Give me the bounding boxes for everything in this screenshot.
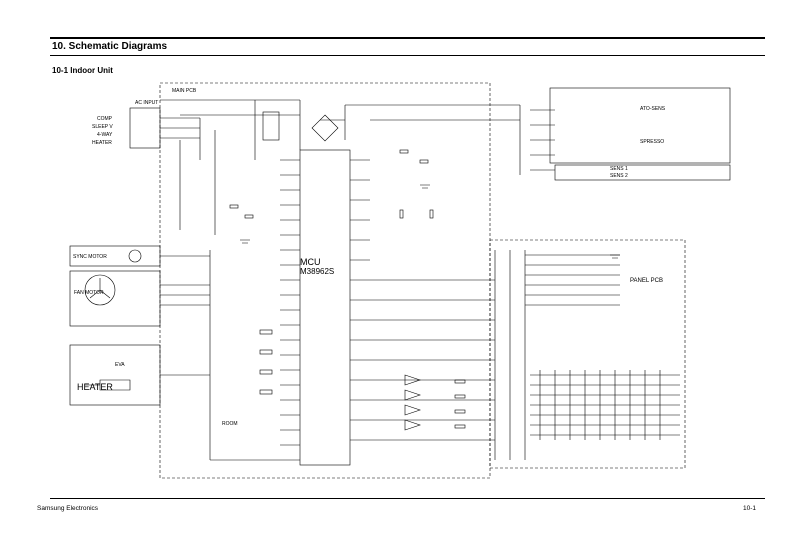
terminal-label-2: SLEEP V [92,124,113,130]
header-underline [50,55,765,56]
room-label: ROOM [222,421,238,427]
footer-page-number: 10-1 [743,505,757,512]
sensor-label-1: SENS 1 [610,166,628,172]
fan-motor-label: FAN MOTOR [74,290,104,296]
ac-input-label: AC INPUT [135,100,158,106]
mcu-body [299,149,351,466]
mcu-part-label: M38962S [300,267,334,276]
section-title: 10. Schematic Diagrams [52,41,168,52]
footer-company: Samsung Electronics [37,505,99,512]
footer-rule [50,498,765,499]
sync-motor-label: SYNC MOTOR [73,254,107,260]
eva-label: EVA [115,362,125,368]
header-rule [50,37,765,39]
subsection-title: 10-1 Indoor Unit [52,66,113,75]
sensor-box [549,87,731,164]
heater-box [69,344,161,406]
heater-coil [85,379,131,391]
sync-motor-symbol [128,249,142,263]
sensor-label-2: SENS 2 [610,173,628,179]
mcu-pins-left [280,159,300,446]
relay-wires [160,117,216,235]
terminal-label-4: HEATER [92,140,112,146]
panel-label-2: SPRESSO [640,139,664,145]
ground-symbols [240,184,620,259]
driver-transistors [404,374,421,431]
passive-components [229,149,466,429]
terminal-label-1: COMP [97,116,113,122]
ac-input-box [129,107,161,149]
power-section-wires [160,99,521,175]
panel-pcb-label: PANEL PCB [630,278,663,284]
led-grid [530,370,680,440]
transformer [262,111,280,141]
fan-motor-symbol [84,274,116,306]
main-pcb-boundary [159,82,491,479]
panel-rails [494,250,526,460]
mcu-label: MCU [300,257,321,267]
motor-wiring [160,250,300,461]
main-pcb-label: MAIN PCB [172,88,197,94]
panel-pcb-boundary [489,239,686,469]
terminal-label-3: 4-WAY [97,132,113,138]
mcu-pins-right [350,159,370,441]
bus-lines [370,279,495,441]
panel-label-1: ATO-SENS [640,106,666,112]
sensor-wiring [530,109,555,171]
fan-motor-box [69,270,161,327]
heater-label: HEATER [77,382,113,392]
bridge-rectifier [311,114,339,142]
panel-connector [525,254,620,306]
sensor-box-2 [554,164,731,181]
